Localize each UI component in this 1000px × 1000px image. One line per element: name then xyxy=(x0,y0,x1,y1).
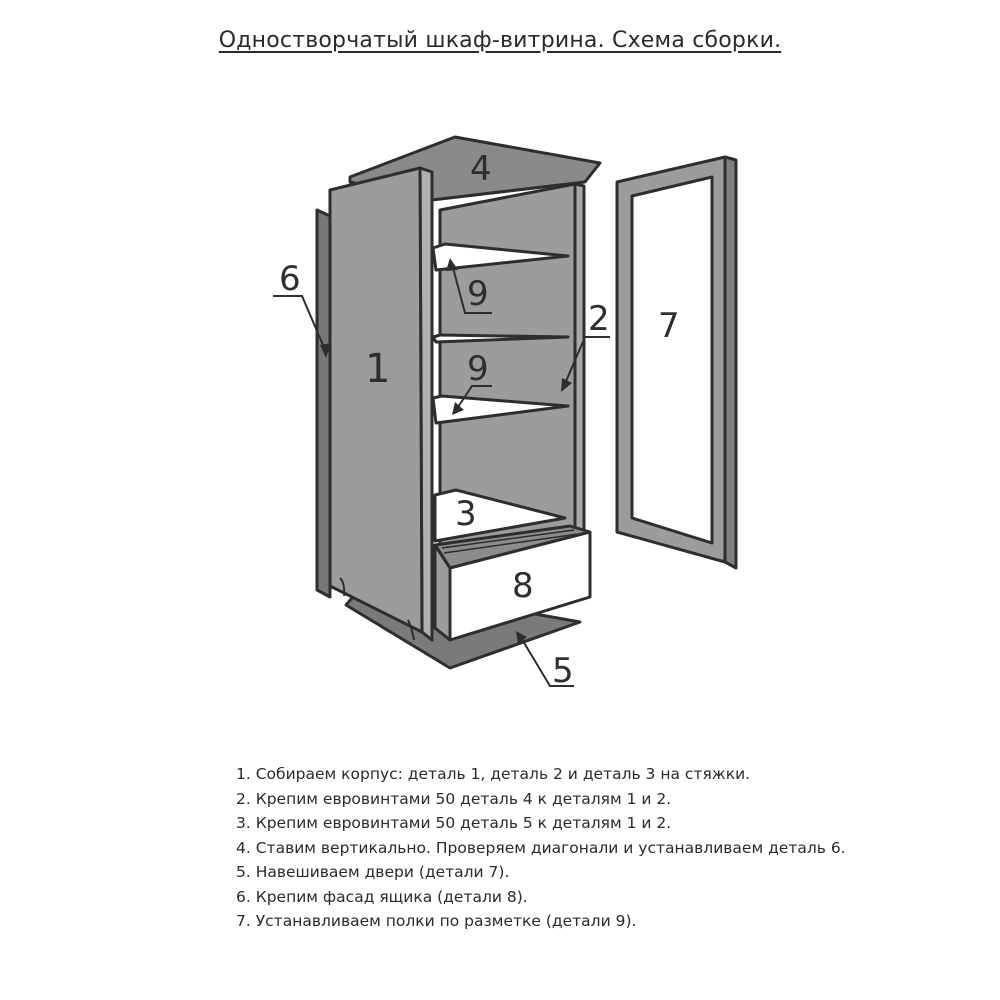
page-title: Одностворчатый шкаф-витрина. Схема сборк… xyxy=(0,28,1000,53)
step-2: 2. Крепим евровинтами 50 деталь 4 к дета… xyxy=(236,789,672,808)
label-part-1: 1 xyxy=(365,346,390,392)
part-7-door-edge xyxy=(723,155,738,570)
step-7: 7. Устанавливаем полки по разметке (дета… xyxy=(236,912,637,930)
part-7-door-glass xyxy=(630,175,714,545)
assembly-steps: 1. Собираем корпус: деталь 1, деталь 2 и… xyxy=(236,762,846,934)
label-part-5: 5 xyxy=(552,651,574,691)
step-1: 1. Собираем корпус: деталь 1, деталь 2 и… xyxy=(236,765,751,783)
callout-6 xyxy=(273,295,327,353)
step-6: 6. Крепим фасад ящика (детали 8). xyxy=(236,887,528,906)
part-1-left-panel xyxy=(328,166,424,634)
title-text: Одностворчатый шкаф-витрина. Схема сборк… xyxy=(218,28,782,53)
part-9-shelf-lower xyxy=(431,394,570,425)
label-part-9-upper: 9 xyxy=(467,274,489,314)
part-1-foot-cutout xyxy=(339,577,346,597)
callout-6-arrow xyxy=(320,343,331,358)
step-3: 3. Крепим евровинтами 50 деталь 5 к дета… xyxy=(236,814,672,832)
part-6-back-panel xyxy=(315,208,332,599)
callout-2-arrow xyxy=(561,378,572,392)
part-8-drawer-side xyxy=(433,543,452,642)
callout-9-lower-arrow xyxy=(452,402,464,415)
label-part-7: 7 xyxy=(658,306,680,346)
step-4: 4. Ставим вертикально. Проверяем диагона… xyxy=(236,838,846,857)
callout-5 xyxy=(519,635,574,687)
label-part-3: 3 xyxy=(455,494,477,534)
part-1-foot-cutout xyxy=(407,619,415,641)
callout-9-upper-arrow xyxy=(446,258,458,271)
part-3-fixed-shelf xyxy=(433,488,567,543)
drawer-top-groove xyxy=(441,529,575,549)
label-part-2: 2 xyxy=(588,299,610,339)
callout-9-upper xyxy=(451,263,492,314)
part-9-shelf-upper xyxy=(431,242,570,272)
label-part-8: 8 xyxy=(512,566,534,606)
label-part-4: 4 xyxy=(470,149,492,189)
drawer-top-groove xyxy=(443,533,579,554)
callout-5-arrow xyxy=(516,631,527,644)
part-9-shelf-middle xyxy=(431,333,570,344)
step-5: 5. Навешиваем двери (детали 7). xyxy=(236,863,510,881)
assembly-diagram: 4 6 1 9 9 2 7 3 8 5 xyxy=(273,135,738,691)
label-part-6: 6 xyxy=(279,259,301,299)
callout-9-lower xyxy=(455,385,492,411)
label-part-9-lower: 9 xyxy=(467,349,489,389)
callout-2 xyxy=(563,336,610,387)
